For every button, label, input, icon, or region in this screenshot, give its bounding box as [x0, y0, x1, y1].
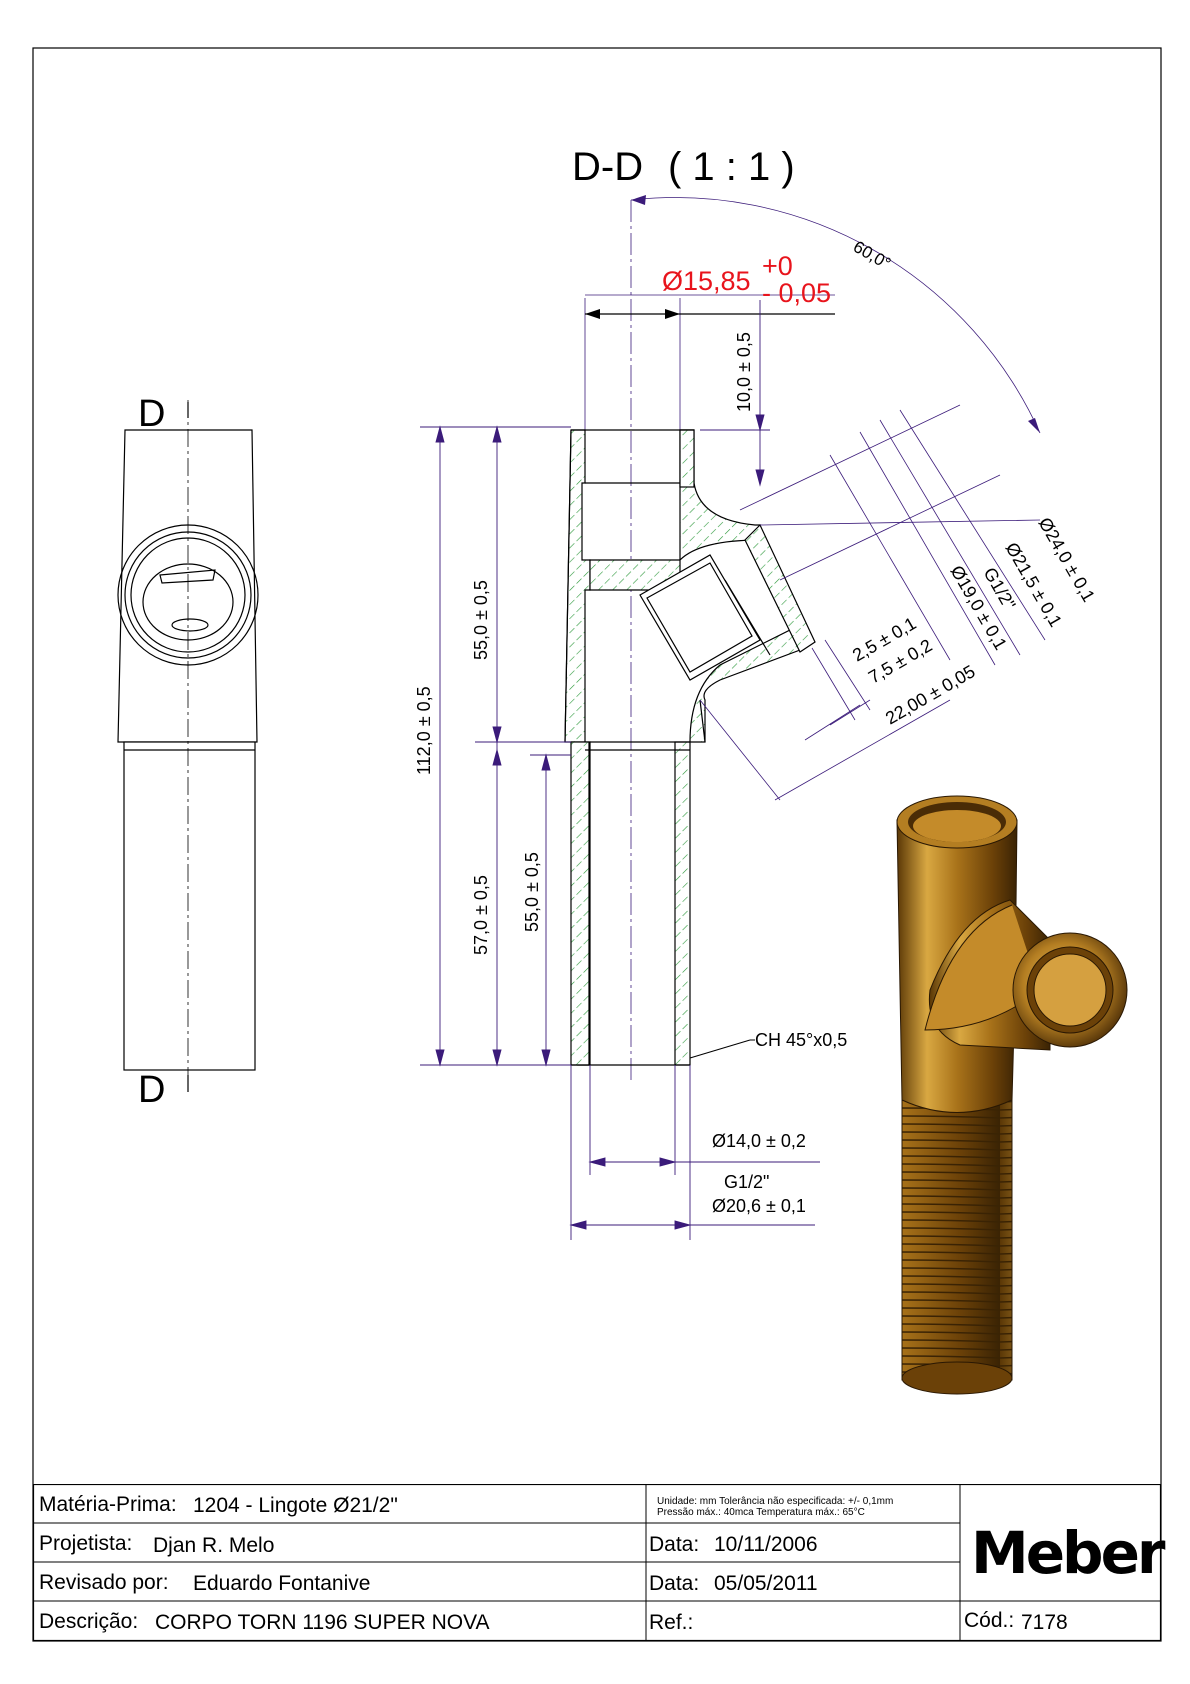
- dim-lower-height-inner: 55,0 ± 0,5: [522, 852, 542, 932]
- note-line-2: Pressão máx.: 40mca Temperatura máx.: 65…: [657, 1507, 865, 1518]
- dim-top-depth: 10,0 ± 0,5: [734, 332, 754, 412]
- descricao-value: CORPO TORN 1196 SUPER NOVA: [155, 1611, 490, 1634]
- dim-upper-height: 55,0 ± 0,5: [471, 580, 491, 660]
- section-marker-top: D: [138, 393, 165, 435]
- section-marker-bottom: D: [138, 1069, 165, 1111]
- cod-value: 7178: [1021, 1611, 1068, 1634]
- arc-arrow-end: [1028, 418, 1040, 433]
- red-dim-lower: - 0,05: [762, 278, 831, 308]
- vertical-dimensions: [420, 300, 770, 1067]
- dim-bottom-thread: G1/2": [724, 1172, 769, 1192]
- part-3d-render: [896, 795, 1128, 1395]
- branch-extension-lines: [699, 404, 1046, 801]
- data1-label: Data:: [649, 1533, 700, 1556]
- section-body: [564, 429, 816, 1066]
- ref-label: Ref.:: [649, 1611, 694, 1634]
- sheet-border: [32, 47, 1162, 1642]
- title-block-grid: [33, 1484, 1161, 1641]
- side-view: [117, 400, 259, 1092]
- dim-overall-height: 112,0 ± 0,5: [414, 686, 434, 775]
- revisado-label: Revisado por:: [39, 1571, 169, 1594]
- data1-value: 10/11/2006: [714, 1533, 818, 1556]
- arc-arrow-start: [631, 195, 646, 205]
- centerlines: [584, 197, 1041, 1080]
- data2-label: Data:: [649, 1572, 700, 1595]
- dim-chamfer: CH 45°x0,5: [755, 1030, 847, 1050]
- materia-value: 1204 - Lingote Ø21/2": [193, 1494, 398, 1517]
- data2-value: 05/05/2011: [714, 1572, 818, 1595]
- dim-lower-height-outer: 57,0 ± 0,5: [471, 875, 491, 955]
- projetista-label: Projetista:: [39, 1532, 133, 1555]
- dim-bottom-d206: Ø20,6 ± 0,1: [712, 1196, 806, 1216]
- title-block: Matéria-Prima: 1204 - Lingote Ø21/2" Pro…: [33, 1484, 1166, 1641]
- projetista-value: Djan R. Melo: [153, 1534, 275, 1557]
- red-dim-value: Ø15,85: [662, 266, 751, 296]
- angle-label: 60,0°: [850, 237, 894, 273]
- section-title: D-D: [572, 145, 643, 189]
- note-line-1: Unidade: mm Tolerância não especificada:…: [657, 1496, 894, 1507]
- revisado-value: Eduardo Fontanive: [193, 1572, 371, 1595]
- red-dim-upper: +0: [762, 251, 793, 281]
- bottom-dimensions: [569, 1065, 820, 1240]
- chamfer-leader: [689, 1039, 751, 1059]
- descricao-label: Descrição:: [39, 1610, 139, 1633]
- section-scale: ( 1 : 1 ): [668, 145, 795, 189]
- dim-bottom-d14: Ø14,0 ± 0,2: [712, 1131, 806, 1151]
- materia-label: Matéria-Prima:: [39, 1493, 177, 1516]
- meber-logo: Meber: [971, 1519, 1166, 1587]
- cod-label: Cód.:: [964, 1609, 1015, 1632]
